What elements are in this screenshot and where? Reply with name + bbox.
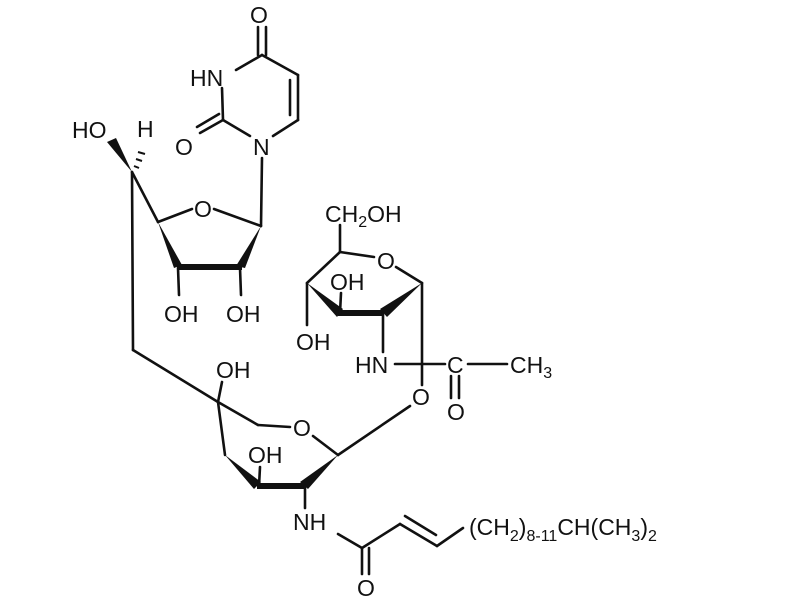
glucosamine-hn-label: HN xyxy=(355,352,388,378)
uracil-o-left-label: O xyxy=(175,134,193,160)
glucosamine-oh-inner-label: OH xyxy=(330,269,365,295)
lower-sugar-bonds xyxy=(216,380,465,576)
uracil-o-top-label: O xyxy=(250,2,268,28)
ribose-ring-o-label: O xyxy=(194,196,212,222)
ch2oh-label: CH2OH xyxy=(325,201,402,231)
ribose-ho-label: HO xyxy=(72,117,107,143)
acetyl-ch3-label: CH3 xyxy=(510,352,552,382)
acyl-o-label: O xyxy=(357,575,375,600)
glucosamine-ring-o-label: O xyxy=(377,248,395,274)
ribose-h-label: H xyxy=(137,116,154,142)
acetyl-c-label: C xyxy=(447,352,464,378)
ribose-oh-left-label: OH xyxy=(164,301,199,327)
lower-sugar-oh-inner-label: OH xyxy=(248,442,283,468)
acyl-tail-label: (CH2)8-11CH(CH3)2 xyxy=(469,514,657,545)
glucosamine-bonds xyxy=(305,223,509,400)
lower-sugar-oh-top-label: OH xyxy=(216,357,251,383)
ribose-bonds xyxy=(107,138,263,404)
uracil-bonds xyxy=(195,25,300,228)
glucosamine-oh-left-label: OH xyxy=(296,329,331,355)
uracil-hn-label: HN xyxy=(190,65,223,91)
uracil-n1-label: N xyxy=(253,134,270,160)
ribose-oh-right-label: OH xyxy=(226,301,261,327)
acetyl-o-label: O xyxy=(447,399,465,425)
lower-sugar-nh-label: NH xyxy=(293,509,326,535)
glycosidic-o-label: O xyxy=(412,384,430,410)
lower-sugar-ring-o-label: O xyxy=(293,415,311,441)
